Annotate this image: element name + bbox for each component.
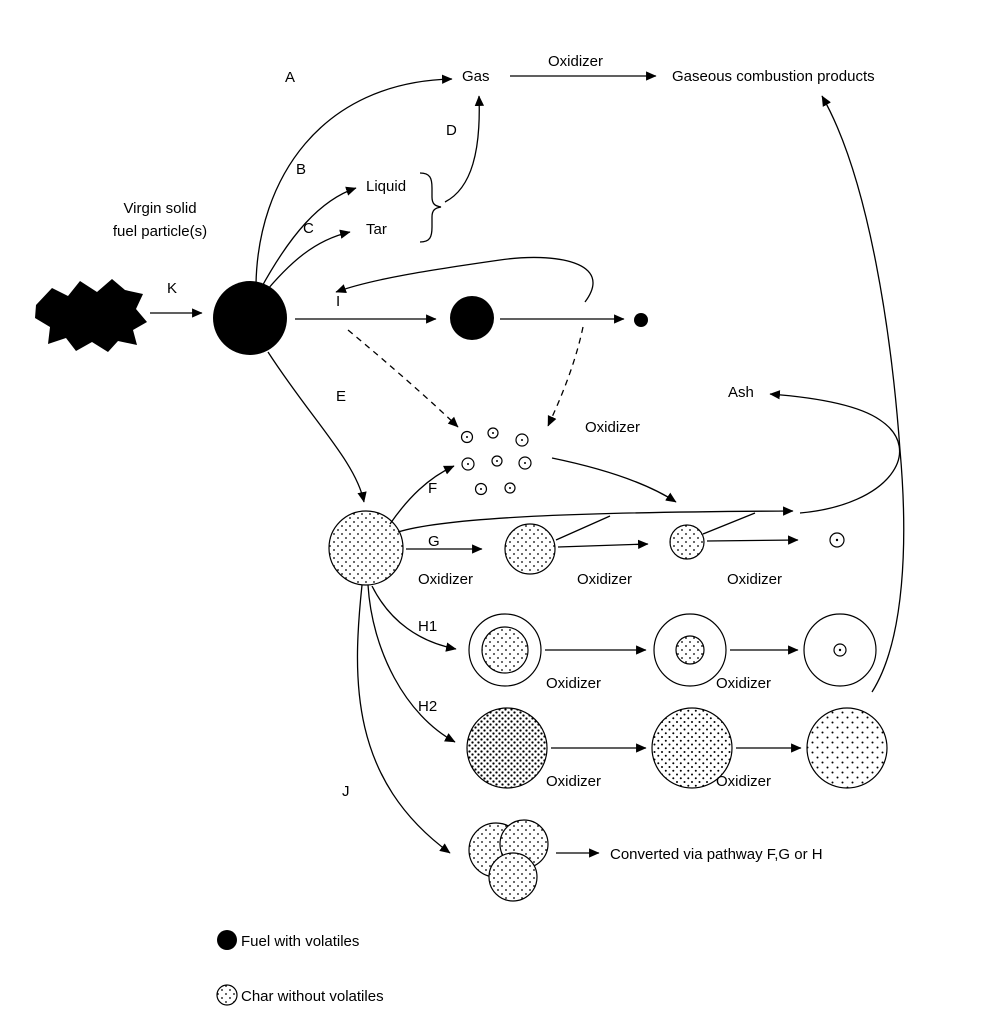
- pathway-label-d: D: [446, 122, 457, 139]
- devolatilization-section: A Gas Oxidizer Gaseous combustion produc…: [255, 53, 875, 297]
- oxidizer-label: Oxidizer: [546, 773, 601, 790]
- arrow-h2: [367, 584, 456, 743]
- pathway-label-a: A: [285, 69, 295, 86]
- arrow-b: [259, 186, 357, 291]
- node-label-converted: Converted via pathway F,G or H: [610, 846, 823, 863]
- legend-char-symbol: [216, 984, 238, 1006]
- arrow-g2: [557, 539, 649, 550]
- char-particle-medium: [504, 523, 556, 575]
- pathway-label-h1: H1: [418, 618, 437, 635]
- pathway-label-i: I: [336, 293, 340, 310]
- combustion-products-return-curve: [821, 95, 905, 693]
- h1-char-core-3-dot: [838, 648, 842, 652]
- arrow-e: [267, 351, 367, 503]
- arrow-a: [255, 74, 453, 285]
- virgin-fuel-section: Virgin solid fuel particle(s) K: [35, 200, 287, 355]
- pathway-label-c: C: [303, 220, 314, 237]
- h2-particle-sparse: [806, 707, 888, 789]
- virgin-fuel-label-line1: Virgin solid: [123, 200, 196, 217]
- oxidizer-label: Oxidizer: [716, 675, 771, 692]
- pathway-h1-section: H1 Oxidizer Oxidizer: [371, 585, 877, 692]
- arrow-h1: [371, 585, 457, 652]
- dashed-fragmentation-arrow-right: [547, 326, 584, 427]
- h1-char-core-1: [481, 626, 529, 674]
- pathway-i-section: I: [295, 256, 648, 340]
- h2-particle-medium: [651, 707, 733, 789]
- pathway-label-e: E: [336, 388, 346, 405]
- fuel-particle-large: [213, 281, 287, 355]
- node-label-ash: Ash: [728, 384, 754, 401]
- gas-release-branch-1: [555, 515, 611, 541]
- liquid-tar-brace: [419, 172, 442, 243]
- gas-release-branch-2: [702, 512, 756, 535]
- fragment-oxidation-curve: [551, 457, 677, 503]
- h2-particle-dense: [466, 707, 548, 789]
- pathway-h2-section: H2 Oxidizer Oxidizer: [367, 584, 888, 790]
- ash-curve: [769, 390, 901, 514]
- oxidizer-label: Oxidizer: [727, 571, 782, 588]
- return-curve-to-devolatilization: [335, 256, 594, 303]
- arrow-c: [261, 229, 351, 297]
- gas-release-line: [397, 506, 794, 533]
- legend-fuel-symbol: [217, 930, 237, 950]
- arrow-j: [356, 584, 451, 854]
- legend-fuel-label: Fuel with volatiles: [241, 933, 359, 950]
- pathway-label-g: G: [428, 533, 440, 550]
- pathway-label-j: J: [342, 783, 350, 800]
- fuel-particle-small: [634, 313, 648, 327]
- agglomerated-char-cluster: [468, 819, 549, 902]
- oxidizer-label: Oxidizer: [577, 571, 632, 588]
- pathway-label-f: F: [428, 480, 437, 497]
- char-particle-tiny-dot: [835, 538, 839, 542]
- virgin-fuel-label-line2: fuel particle(s): [113, 223, 207, 240]
- pathway-label-k: K: [167, 280, 177, 297]
- char-particle-large: [328, 510, 404, 586]
- pathway-g-section: E F G Oxidizer Oxidizer Oxidizer Ash: [267, 95, 905, 693]
- dashed-fragmentation-arrow-left: [347, 329, 459, 428]
- h1-char-core-2: [675, 635, 705, 665]
- arrow-g3: [706, 535, 799, 545]
- pathway-label-h2: H2: [418, 698, 437, 715]
- legend-char-label: Char without volatiles: [241, 988, 384, 1005]
- oxidizer-label: Oxidizer: [546, 675, 601, 692]
- pathway-j-section: J Converted via pathway F,G or H: [342, 584, 823, 902]
- legend: Fuel with volatiles Char without volatil…: [216, 930, 384, 1006]
- arrow-d: [444, 95, 485, 203]
- char-particle-small: [669, 524, 705, 560]
- fuel-particle-medium: [450, 296, 494, 340]
- node-label-liquid: Liquid: [366, 178, 406, 195]
- oxidizer-label: Oxidizer: [716, 773, 771, 790]
- node-label-tar: Tar: [366, 221, 387, 238]
- arrow-f: [389, 465, 455, 525]
- virgin-fuel-blob: [35, 279, 147, 352]
- oxidizer-label: Oxidizer: [418, 571, 473, 588]
- pathway-label-b: B: [296, 161, 306, 178]
- oxidizer-label: Oxidizer: [548, 53, 603, 70]
- char-fragment-cluster: [460, 427, 532, 496]
- oxidizer-label: Oxidizer: [585, 419, 640, 436]
- node-label-gaseous-products: Gaseous combustion products: [672, 68, 875, 85]
- node-label-gas: Gas: [462, 68, 490, 85]
- fragmentation-section: Oxidizer: [347, 326, 677, 503]
